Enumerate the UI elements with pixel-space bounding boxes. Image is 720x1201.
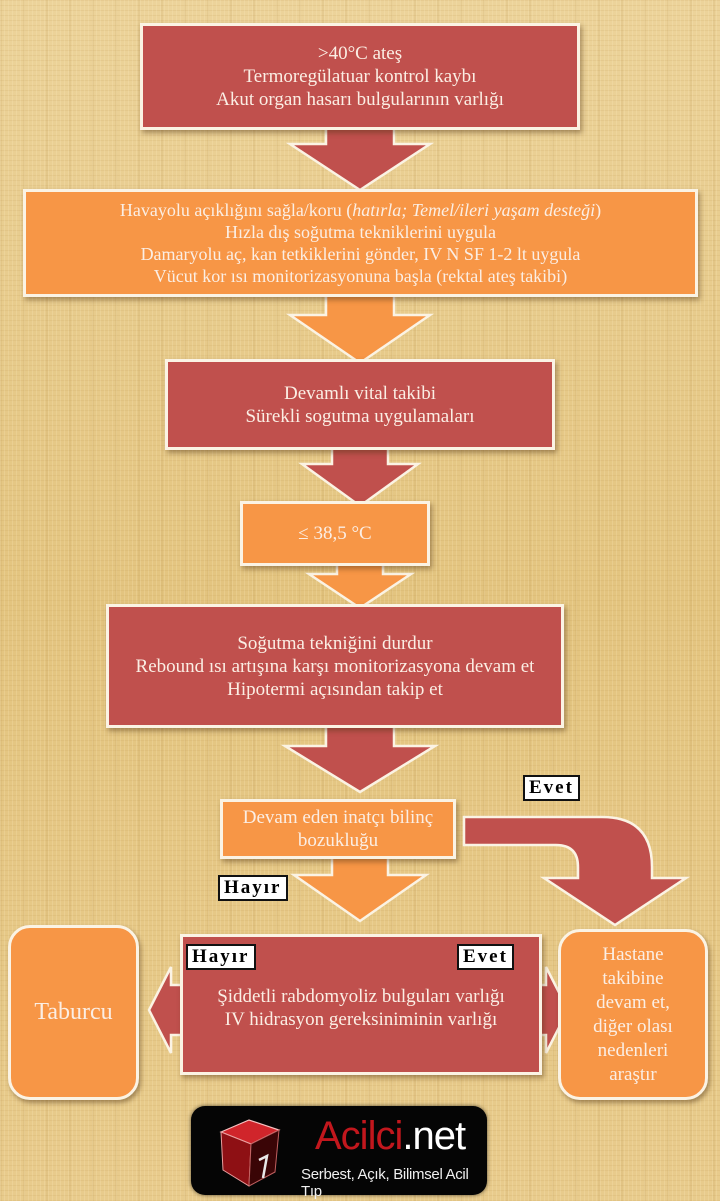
step-text-line: Rebound ısı artışına karşı monitorizasyo…	[135, 655, 535, 677]
step-text-line: Şiddetli rabdomyoliz bulguları varlığı	[217, 986, 505, 1007]
step-text-line: Hızla dış soğutma tekniklerini uygula	[225, 222, 496, 242]
down-arrow-3	[298, 444, 422, 508]
step-fever-criteria: >40°C ateş Termoregülatuar kontrol kaybı…	[140, 23, 580, 130]
logo-name: Acilci.net	[315, 1114, 466, 1159]
down-arrow-5	[280, 720, 440, 794]
step-text-line: Devam eden inatçı bilinç	[242, 807, 434, 828]
step-text-line: Soğutma tekniğini durdur	[237, 632, 433, 654]
down-arrow-4	[304, 558, 416, 610]
logo-tagline: Serbest, Açık, Bilimsel Acil Tıp	[301, 1166, 469, 1200]
step-text-line: Akut organ hasarı bulgularının varlığı	[216, 89, 504, 110]
step-text-line: ≤ 38,5 °C	[298, 523, 372, 544]
step-text-line: Devamlı vital takibi	[284, 382, 436, 404]
step-vital-monitoring: Devamlı vital takibi Sürekli sogutma uyg…	[165, 359, 555, 450]
step-initial-management: Havayolu açıklığını sağla/koru (hatırla;…	[23, 189, 698, 297]
step-text-line: Sürekli sogutma uygulamaları	[245, 405, 475, 427]
yes-label: Evet	[523, 775, 580, 801]
step-text-line: Damaryolu aç, kan tetkiklerini gönder, I…	[140, 244, 581, 264]
logo-name-part2: .net	[402, 1114, 466, 1158]
step-text-line: bozukluğu	[297, 830, 379, 851]
step-text-line: Vücut kor ısı monitorizasyonuna başla (r…	[153, 266, 568, 286]
step-text-line: diğer olası	[593, 1015, 673, 1037]
outcome-discharge: Taburcu	[8, 925, 139, 1100]
bent-arrow-yes	[462, 815, 691, 927]
acilci-logo[interactable]: Acilci.net Serbest, Açık, Bilimsel Acil …	[191, 1106, 487, 1200]
no-label: Hayır	[186, 944, 256, 970]
yes-label: Evet	[457, 944, 514, 970]
italic-note: hatırla; Temel/ileri yaşam desteği	[352, 200, 596, 220]
down-arrow-no	[290, 851, 430, 923]
text-fragment: )	[595, 200, 602, 220]
step-text-line: >40°C ateş	[317, 43, 403, 64]
decision-persistent-altered-consciousness: Devam eden inatçı bilinç bozukluğu	[220, 799, 456, 859]
down-arrow-1	[285, 122, 435, 192]
down-arrow-2	[285, 291, 435, 365]
step-text-line: takibine	[602, 967, 664, 989]
step-text-line: Hastane	[602, 943, 664, 965]
step-text-line: nedenleri	[597, 1039, 669, 1061]
step-temperature-threshold: ≤ 38,5 °C	[240, 501, 430, 566]
logo-name-part1: Acilci	[315, 1114, 403, 1158]
step-text-line: Hipotermi açısından takip et	[227, 678, 443, 700]
outcome-hospital-followup: Hastane takibine devam et, diğer olası n…	[558, 929, 708, 1100]
step-text-line: Termoregülatuar kontrol kaybı	[243, 66, 477, 87]
step-text-line: Havayolu açıklığını sağla/koru (hatırla;…	[120, 199, 601, 221]
text-fragment: Havayolu açıklığını sağla/koru (	[119, 200, 353, 220]
step-text-line: IV hidrasyon gereksiniminin varlığı	[224, 1009, 498, 1030]
step-text-line: araştır	[609, 1063, 657, 1085]
step-text-line: Taburcu	[34, 999, 113, 1025]
red-cube-icon	[219, 1119, 281, 1187]
step-stop-cooling: Soğutma tekniğini durdur Rebound ısı art…	[106, 604, 564, 728]
step-text-line: devam et,	[596, 991, 670, 1013]
no-label: Hayır	[218, 875, 288, 901]
